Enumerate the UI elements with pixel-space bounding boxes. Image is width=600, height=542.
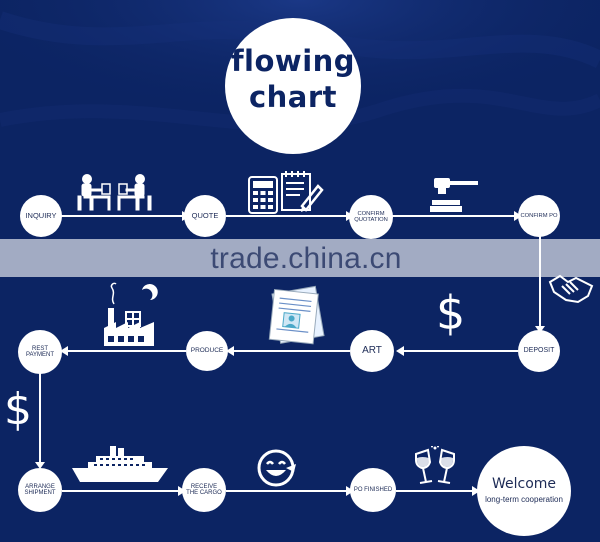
connector-produce-rest-payment bbox=[66, 350, 186, 352]
step-arrange-shipment-label-1: ARRANGE bbox=[25, 483, 55, 490]
meeting-icon bbox=[77, 174, 152, 211]
connector-arrange-shipment-receive-cargo bbox=[62, 490, 182, 492]
dollar-icon-glyph: $ bbox=[436, 286, 466, 340]
gavel-icon bbox=[430, 178, 478, 212]
step-po-finished: PO FINISHED bbox=[350, 468, 396, 512]
step-quote: QUOTE bbox=[184, 195, 226, 237]
step-arrange-shipment-label-2: SHIPMENT bbox=[24, 490, 56, 496]
connector-inquiry-quote bbox=[60, 215, 186, 217]
step-confirm-quotation: CONFIRM QUOTATION bbox=[349, 195, 393, 239]
title-line-1: flowing bbox=[230, 44, 356, 78]
arrow-to-arrange-shipment bbox=[35, 462, 45, 469]
arrow-to-rest-payment bbox=[60, 346, 68, 356]
step-inquiry: INQUIRY bbox=[20, 195, 62, 237]
step-produce: PRODUCE bbox=[186, 331, 228, 371]
arrow-to-produce bbox=[226, 346, 234, 356]
step-receive-cargo: RECEIVE THE CARGO bbox=[182, 468, 226, 512]
step-welcome: Welcome long-term cooperation bbox=[477, 446, 571, 536]
welcome-title: Welcome bbox=[491, 476, 557, 493]
connector-po-finished-welcome bbox=[396, 490, 476, 492]
step-po-finished-label: PO FINISHED bbox=[353, 486, 393, 493]
connector-confirm-quotation-confirm-po bbox=[392, 215, 518, 217]
arrow-to-welcome bbox=[472, 486, 480, 496]
connector-quote-confirm-quotation bbox=[226, 215, 350, 217]
step-arrange-shipment: ARRANGE SHIPMENT bbox=[18, 468, 62, 512]
connector-rest-payment-arrange-shipment bbox=[39, 372, 41, 464]
toast-glasses-icon bbox=[415, 446, 455, 484]
step-rest-payment-label-2: PAYMENT bbox=[25, 352, 55, 358]
step-receive-cargo-label-1: RECEIVE bbox=[190, 483, 218, 490]
dollar-icon-left: $ bbox=[4, 386, 32, 434]
step-receive-cargo-label-2: THE CARGO bbox=[186, 490, 222, 496]
step-rest-payment: REST PAYMENT bbox=[18, 330, 62, 374]
connector-receive-cargo-po-finished bbox=[226, 490, 350, 492]
step-deposit-label: DEPOSIT bbox=[523, 347, 555, 355]
dollar-icon: $ bbox=[436, 288, 465, 338]
step-confirm-quotation-label-1: CONFIRM bbox=[357, 210, 385, 217]
step-quote-label: QUOTE bbox=[191, 211, 219, 221]
step-confirm-po: CONFIRM PO bbox=[518, 195, 560, 237]
step-art: ART bbox=[350, 330, 394, 372]
calculator-icon bbox=[248, 176, 278, 214]
title-circle: flowing chart bbox=[225, 18, 361, 154]
handshake-icon bbox=[548, 274, 594, 304]
arrow-to-deposit bbox=[535, 326, 545, 333]
factory-icon bbox=[104, 282, 158, 346]
artwork-documents-icon bbox=[268, 285, 325, 345]
welcome-subtitle: long-term cooperation bbox=[485, 495, 563, 505]
ship-icon bbox=[72, 446, 168, 482]
step-confirm-po-label: CONFIRM PO bbox=[520, 212, 558, 219]
step-inquiry-label: INQUIRY bbox=[25, 211, 57, 221]
step-produce-label: PRODUCE bbox=[190, 346, 224, 354]
document-pen-icon bbox=[281, 171, 324, 212]
watermark-text: trade.china.cn bbox=[210, 242, 402, 275]
happy-face-icon bbox=[257, 449, 296, 487]
connector-deposit-art bbox=[402, 350, 518, 352]
arrow-to-art bbox=[396, 346, 404, 356]
watermark-band bbox=[0, 239, 600, 277]
step-deposit: DEPOSIT bbox=[518, 330, 560, 372]
title-line-2: chart bbox=[248, 80, 338, 114]
step-confirm-quotation-label-2: QUOTATION bbox=[354, 217, 388, 223]
connector-art-produce bbox=[232, 350, 350, 352]
step-rest-payment-label-1: REST bbox=[31, 345, 48, 352]
dollar-icon-left-glyph: $ bbox=[4, 384, 32, 435]
connector-confirm-po-deposit bbox=[539, 236, 541, 328]
step-art-label: ART bbox=[362, 344, 382, 356]
